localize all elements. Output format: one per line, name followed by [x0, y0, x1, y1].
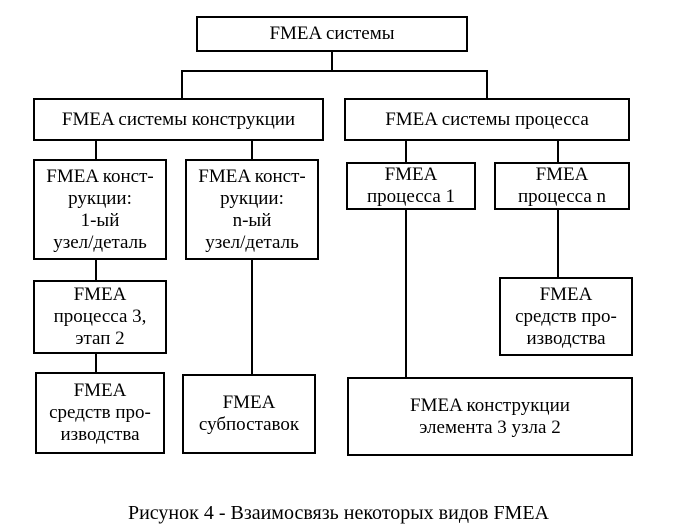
process-stage-label: FMEA процесса 3, этап 2	[53, 284, 147, 349]
element-design-box: FMEA конструкции элемента 3 узла 2	[347, 377, 633, 456]
process-node-n-box: FMEA процесса n	[494, 162, 630, 210]
process-node-1-label: FMEA процесса 1	[366, 164, 456, 207]
figure-caption: Рисунок 4 - Взаимосвязь некоторых видов …	[127, 502, 550, 524]
fmea-system-label: FMEA системы	[269, 23, 395, 44]
connector-top-vertical	[331, 50, 333, 71]
process-stage-box: FMEA процесса 3, этап 2	[33, 280, 167, 354]
tooling-right-box: FMEA средств про- изводства	[499, 277, 633, 356]
design-branch-label: FMEA системы конструкции	[61, 108, 296, 130]
element-design-label: FMEA конструкции элемента 3 узла 2	[410, 394, 570, 438]
connector-element-design	[405, 209, 407, 378]
connector-design-node-n	[251, 139, 253, 160]
fmea-system-box: FMEA системы	[196, 16, 468, 52]
tooling-left-box: FMEA средств про- изводства	[35, 372, 165, 454]
subsuppliers-box: FMEA субпоставок	[182, 374, 316, 454]
design-node-n-label: FMEA конст- рукции: n-ый узел/деталь	[198, 165, 306, 253]
process-node-n-label: FMEA процесса n	[517, 164, 607, 207]
process-branch-label: FMEA системы процесса	[385, 108, 589, 130]
connector-process-node-n	[557, 139, 559, 162]
connector-right-tooling	[557, 209, 559, 278]
connector-right-branch-drop	[486, 70, 488, 98]
subsuppliers-label: FMEA субпоставок	[198, 392, 300, 435]
connector-left-branch-drop	[181, 70, 183, 98]
connector-subsuppliers	[251, 259, 253, 375]
connector-top-horizontal	[181, 70, 487, 72]
connector-process-node-1	[405, 139, 407, 162]
connector-design-node-1	[95, 139, 97, 160]
design-node-1-box: FMEA конст- рукции: 1-ый узел/деталь	[33, 159, 167, 260]
process-branch-box: FMEA системы процесса	[344, 98, 630, 141]
design-node-n-box: FMEA конст- рукции: n-ый узел/деталь	[185, 159, 319, 260]
connector-left-tooling	[95, 353, 97, 373]
design-branch-box: FMEA системы конструкции	[33, 98, 324, 141]
design-node-1-label: FMEA конст- рукции: 1-ый узел/деталь	[46, 165, 154, 253]
tooling-right-label: FMEA средств про- изводства	[515, 283, 617, 349]
process-node-1-box: FMEA процесса 1	[346, 162, 476, 210]
connector-stage	[95, 259, 97, 281]
tooling-left-label: FMEA средств про- изводства	[49, 380, 151, 445]
